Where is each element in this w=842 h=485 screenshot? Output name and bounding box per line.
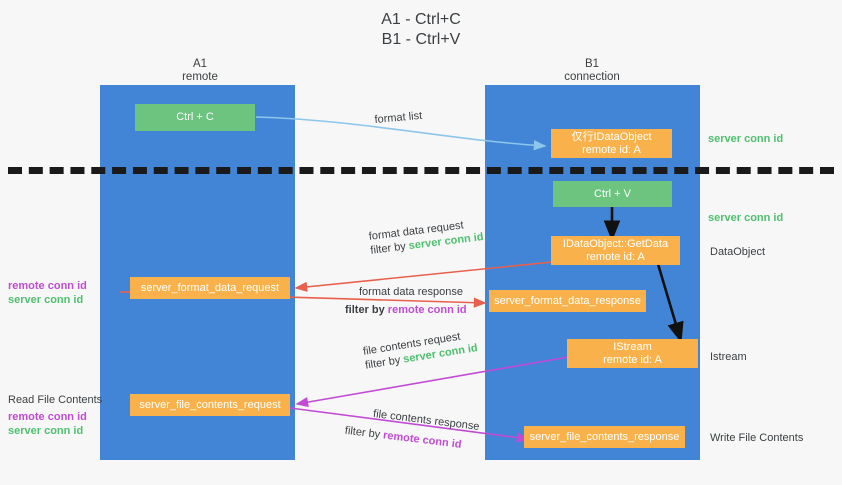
title-line-1: A1 - Ctrl+C (381, 11, 461, 28)
node-server-file-contents-response-label: server_file_contents_response (529, 430, 680, 443)
title-line-2: B1 - Ctrl+V (381, 31, 461, 48)
column-b1-role: connection (564, 71, 620, 83)
node-istream-label: IStream (613, 340, 652, 353)
left-server-conn-id-1: server conn id (8, 294, 84, 306)
right-label-write-file-contents: Write File Contents (710, 432, 804, 444)
node-getdata-sub: remote id: A (586, 250, 645, 263)
edge-label-file-contents-response: file contents response filter by remote … (344, 407, 480, 454)
filter-prefix-2: filter by (345, 304, 388, 316)
filter-prefix-4: filter by (344, 424, 384, 442)
node-ctrl-v[interactable]: Ctrl + V (553, 181, 672, 207)
edge-label-format-data-response: format data response filter by remote co… (345, 285, 467, 317)
right-label-dataobject: DataObject (710, 246, 766, 258)
node-ole-dataobject-sub: remote id: A (582, 143, 641, 156)
node-ctrl-c[interactable]: Ctrl + C (135, 104, 255, 131)
node-server-format-data-response[interactable]: server_format_data_response (489, 290, 646, 312)
right-label-istream: Istream (710, 351, 747, 363)
left-label-conn-ids-2: remote conn id server conn id (8, 410, 87, 438)
node-server-format-data-request[interactable]: server_format_data_request (130, 277, 290, 299)
column-a1-name: A1 (192, 58, 208, 70)
left-remote-conn-id-1: remote conn id (8, 280, 87, 292)
format-data-response-filter: filter by remote conn id (345, 303, 467, 317)
node-getdata-label: IDataObject::GetData (562, 237, 669, 250)
node-istream[interactable]: IStream remote id: A (567, 339, 698, 368)
column-b1-name: B1 (584, 58, 600, 70)
left-label-conn-ids-1: remote conn id server conn id (8, 279, 87, 307)
edge-label-format-list: format list (374, 109, 423, 126)
column-a1-role: remote (182, 71, 218, 83)
node-server-file-contents-response[interactable]: server_file_contents_response (524, 426, 685, 448)
node-server-file-contents-request[interactable]: server_file_contents_request (130, 394, 290, 416)
right-label-server-conn-id-top: server conn id (708, 133, 784, 145)
column-header-b1: B1 connection (532, 58, 652, 84)
phase-divider (8, 167, 834, 174)
filter-key-remote-conn-id-2: remote conn id (382, 429, 463, 451)
left-remote-conn-id-2: remote conn id (8, 411, 87, 423)
edge-label-format-data-request: format data request filter by server con… (368, 216, 484, 258)
filter-key-remote-conn-id: remote conn id (387, 304, 467, 316)
right-label-server-conn-id-mid: server conn id (708, 212, 784, 224)
node-getdata[interactable]: IDataObject::GetData remote id: A (551, 236, 680, 265)
node-ctrl-c-label: Ctrl + C (176, 111, 214, 123)
filter-prefix: filter by (369, 240, 410, 257)
node-ole-dataobject[interactable]: 仅行IDataObject remote id: A (551, 129, 672, 158)
edge-label-file-contents-request: file contents request filter by server c… (362, 327, 479, 372)
left-server-conn-id-2: server conn id (8, 425, 84, 437)
left-label-read-file-contents: Read File Contents (8, 394, 103, 406)
node-server-format-data-response-label: server_format_data_response (494, 294, 641, 307)
node-ole-dataobject-label: 仅行IDataObject (571, 130, 652, 143)
node-ctrl-v-label: Ctrl + V (594, 187, 631, 200)
format-data-response-text: format data response (359, 286, 463, 298)
node-server-file-contents-request-label: server_file_contents_request (139, 398, 281, 411)
column-header-a1: A1 remote (140, 58, 260, 84)
node-server-format-data-request-label: server_format_data_request (140, 281, 280, 294)
node-istream-sub: remote id: A (603, 353, 662, 366)
page-title: A1 - Ctrl+C B1 - Ctrl+V (0, 10, 842, 50)
